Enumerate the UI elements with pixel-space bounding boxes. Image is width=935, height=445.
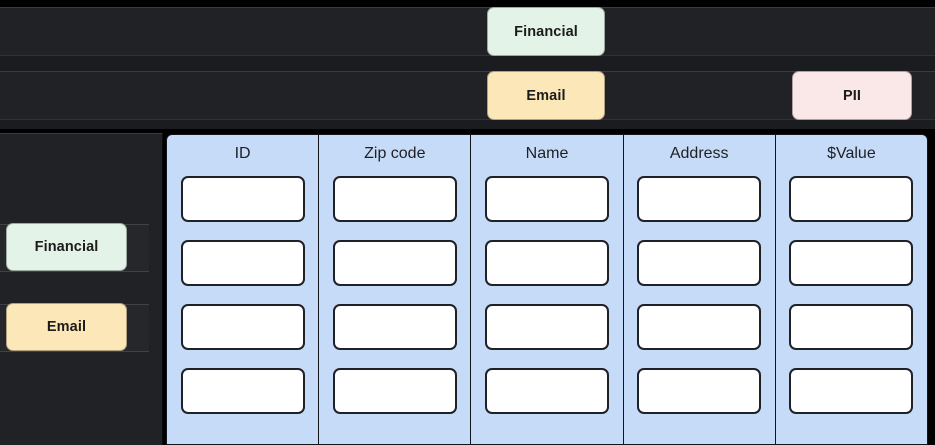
- column-header: Name: [525, 145, 569, 162]
- sidebar-panel: [0, 133, 163, 445]
- table-cell[interactable]: [637, 304, 762, 350]
- table-cell[interactable]: [789, 240, 914, 286]
- table-cell[interactable]: [637, 176, 762, 222]
- table-cell[interactable]: [637, 368, 762, 414]
- top-row-2-band: [0, 71, 935, 120]
- tag-pii-row2[interactable]: PII: [792, 71, 912, 120]
- table-cell[interactable]: [180, 368, 305, 414]
- table-cell[interactable]: [637, 240, 762, 286]
- table-cell[interactable]: [180, 304, 305, 350]
- column-header: Address: [669, 145, 729, 162]
- tag-email-row2[interactable]: Email: [487, 71, 605, 120]
- table-cell[interactable]: [332, 304, 457, 350]
- row-gap-2: [0, 120, 935, 129]
- table-cell[interactable]: [485, 176, 609, 222]
- table-cell[interactable]: [485, 368, 609, 414]
- tag-label: Financial: [514, 23, 578, 40]
- table-cell[interactable]: [789, 304, 914, 350]
- data-table: ID Zip code Name Address $Value: [166, 134, 928, 445]
- table-column-value: $Value: [776, 135, 927, 444]
- table-column-zip-code: Zip code: [319, 135, 472, 444]
- sidebar-tag-financial[interactable]: Financial: [6, 223, 127, 271]
- table-cell[interactable]: [332, 240, 457, 286]
- tag-label: PII: [842, 87, 862, 104]
- column-header: $Value: [827, 145, 876, 162]
- column-header: Zip code: [364, 145, 426, 162]
- sidebar-tag-label: Financial: [34, 239, 99, 255]
- row-gap-1: [0, 56, 935, 71]
- tag-label: Email: [526, 87, 566, 104]
- column-header: ID: [234, 145, 251, 162]
- table-cell[interactable]: [789, 176, 914, 222]
- table-cell[interactable]: [485, 304, 609, 350]
- tag-financial-row1[interactable]: Financial: [487, 7, 605, 56]
- table-column-name: Name: [471, 135, 624, 444]
- sidebar-tag-email[interactable]: Email: [6, 303, 127, 351]
- sidebar-tag-label: Email: [46, 319, 87, 335]
- table-column-id: ID: [167, 135, 320, 444]
- table-column-address: Address: [624, 135, 776, 444]
- table-cell[interactable]: [180, 240, 305, 286]
- table-cell[interactable]: [789, 368, 914, 414]
- table-cell[interactable]: [332, 176, 457, 222]
- table-cell[interactable]: [332, 368, 457, 414]
- top-row-1-band: [0, 7, 935, 56]
- table-cell[interactable]: [485, 240, 609, 286]
- table-cell[interactable]: [180, 176, 305, 222]
